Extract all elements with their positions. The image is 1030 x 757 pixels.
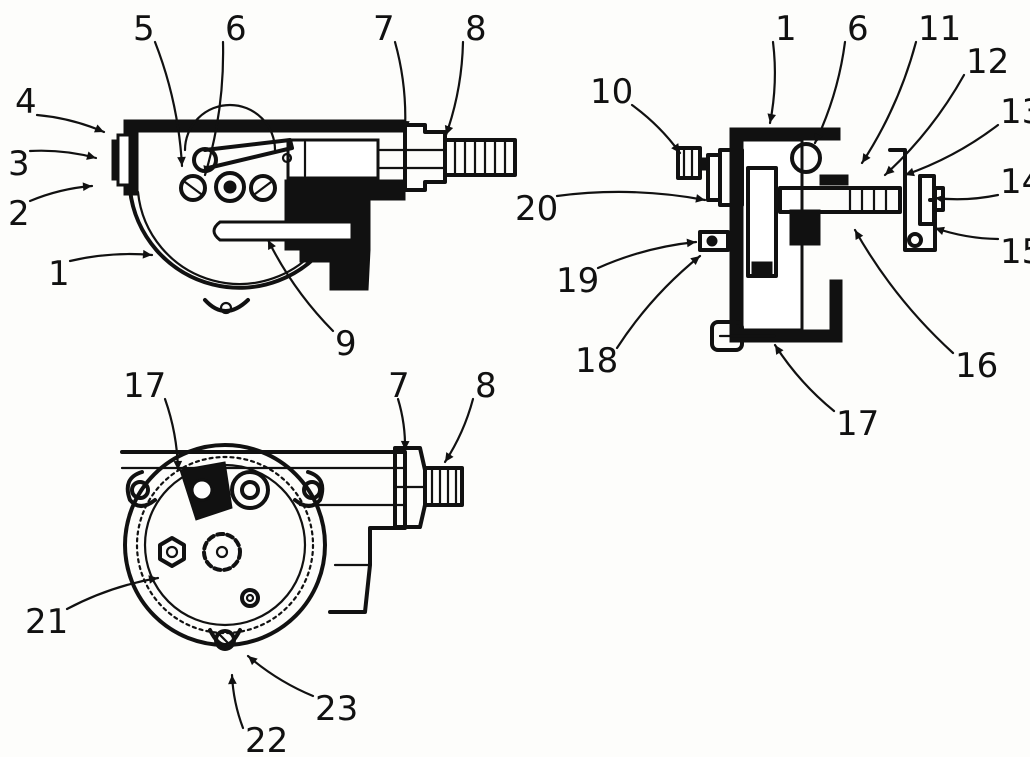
leader-line: [68, 252, 154, 263]
leader-line: [860, 40, 918, 165]
side-mounting-ear: [203, 298, 250, 313]
front-bottom-lug: [208, 628, 242, 647]
callout-label-7: 7: [373, 9, 395, 49]
side-pivot-large: [214, 171, 246, 203]
leader-arrowhead: [690, 256, 700, 266]
side-fitting-nut: [403, 123, 447, 192]
leader-line: [443, 397, 475, 464]
callout-label-3: 3: [8, 144, 30, 184]
leader-line: [630, 103, 682, 155]
leader-arrowhead: [905, 167, 915, 177]
callout-label-6: 6: [225, 9, 247, 49]
callout-label-1: 1: [775, 9, 797, 49]
leader-line: [28, 184, 94, 203]
front-wheel: [230, 470, 270, 510]
leader-line: [883, 73, 966, 177]
callout-label-22: 22: [245, 721, 288, 757]
leader-arrowhead: [686, 238, 696, 248]
leader-arrowhead: [400, 440, 410, 450]
leader-arrowhead: [671, 143, 680, 153]
leader-arrowhead: [814, 133, 823, 143]
side-slot: [212, 220, 354, 242]
leader-line: [65, 576, 160, 611]
leader-arrowhead: [82, 182, 92, 192]
callout-label-20: 20: [515, 189, 558, 229]
callout-label-13: 13: [1000, 92, 1030, 132]
leader-arrowhead: [86, 151, 96, 160]
leader-arrowhead: [775, 345, 784, 355]
callout-label-7: 7: [388, 366, 410, 406]
leader-arrowhead: [862, 153, 871, 163]
leader-arrowhead: [401, 120, 410, 130]
callout-label-1: 1: [48, 254, 70, 294]
leader-line: [444, 40, 465, 137]
leader-line: [203, 40, 225, 177]
leader-line: [393, 40, 407, 132]
leader-arrowhead: [935, 226, 945, 236]
leader-arrowhead: [695, 194, 705, 203]
leader-arrowhead: [142, 249, 152, 259]
leader-line: [153, 40, 184, 168]
leader-line: [28, 149, 98, 160]
callout-label-19: 19: [556, 261, 599, 301]
leader-arrowhead: [148, 575, 158, 584]
side-section-view: [111, 103, 517, 315]
callout-label-16: 16: [955, 346, 998, 386]
leader-lines: [28, 40, 1000, 730]
leader-arrowhead: [855, 230, 864, 240]
leader-arrowhead: [94, 124, 104, 133]
leader-line: [768, 40, 777, 125]
leader-line: [555, 190, 707, 202]
leader-arrowhead: [444, 125, 454, 135]
leader-arrowhead: [173, 460, 183, 470]
leader-line: [903, 123, 1000, 177]
callout-label-9: 9: [335, 324, 357, 364]
callout-label-12: 12: [966, 42, 1009, 82]
leader-line: [266, 238, 335, 333]
side-case-arc: [128, 188, 332, 290]
front-nipple: [423, 466, 464, 507]
leader-arrowhead: [177, 156, 186, 166]
callout-label-17: 17: [836, 404, 879, 444]
callout-label-6: 6: [847, 9, 869, 49]
leader-arrowhead: [885, 165, 895, 175]
callout-label-11: 11: [918, 9, 961, 49]
callout-label-4: 4: [15, 82, 37, 122]
leader-line: [35, 113, 106, 134]
leader-arrowhead: [767, 113, 777, 123]
end-section-view: [676, 127, 945, 352]
front-view: [120, 443, 464, 651]
leader-line: [813, 40, 847, 145]
callout-label-10: 10: [590, 72, 633, 112]
leader-arrowhead: [228, 675, 237, 685]
callout-label-18: 18: [575, 341, 618, 381]
callout-label-2: 2: [8, 194, 30, 234]
leader-line: [773, 343, 836, 413]
end-shaft: [778, 186, 902, 214]
leader-arrowhead: [935, 194, 945, 204]
callout-label-17: 17: [123, 366, 166, 406]
callout-label-5: 5: [133, 9, 155, 49]
callout-label-23: 23: [315, 689, 358, 729]
leader-line: [615, 254, 702, 350]
leader-arrowhead: [203, 165, 212, 175]
leader-line: [246, 654, 315, 698]
callout-labels: 1234567891611121314151610201918171778212…: [8, 9, 1030, 757]
callout-label-8: 8: [465, 9, 487, 49]
side-fitting-thread: [443, 138, 517, 177]
leader-arrowhead: [445, 452, 454, 462]
leader-line: [596, 240, 698, 270]
leader-line: [853, 228, 955, 355]
callout-label-21: 21: [25, 602, 68, 642]
callout-label-8: 8: [475, 366, 497, 406]
front-body: [120, 450, 407, 614]
end-knob: [676, 146, 702, 180]
callout-label-15: 15: [1000, 232, 1030, 272]
leader-arrowhead: [248, 656, 258, 666]
leader-arrowhead: [268, 240, 276, 250]
leader-line: [933, 226, 1000, 241]
callout-label-14: 14: [1000, 162, 1030, 202]
